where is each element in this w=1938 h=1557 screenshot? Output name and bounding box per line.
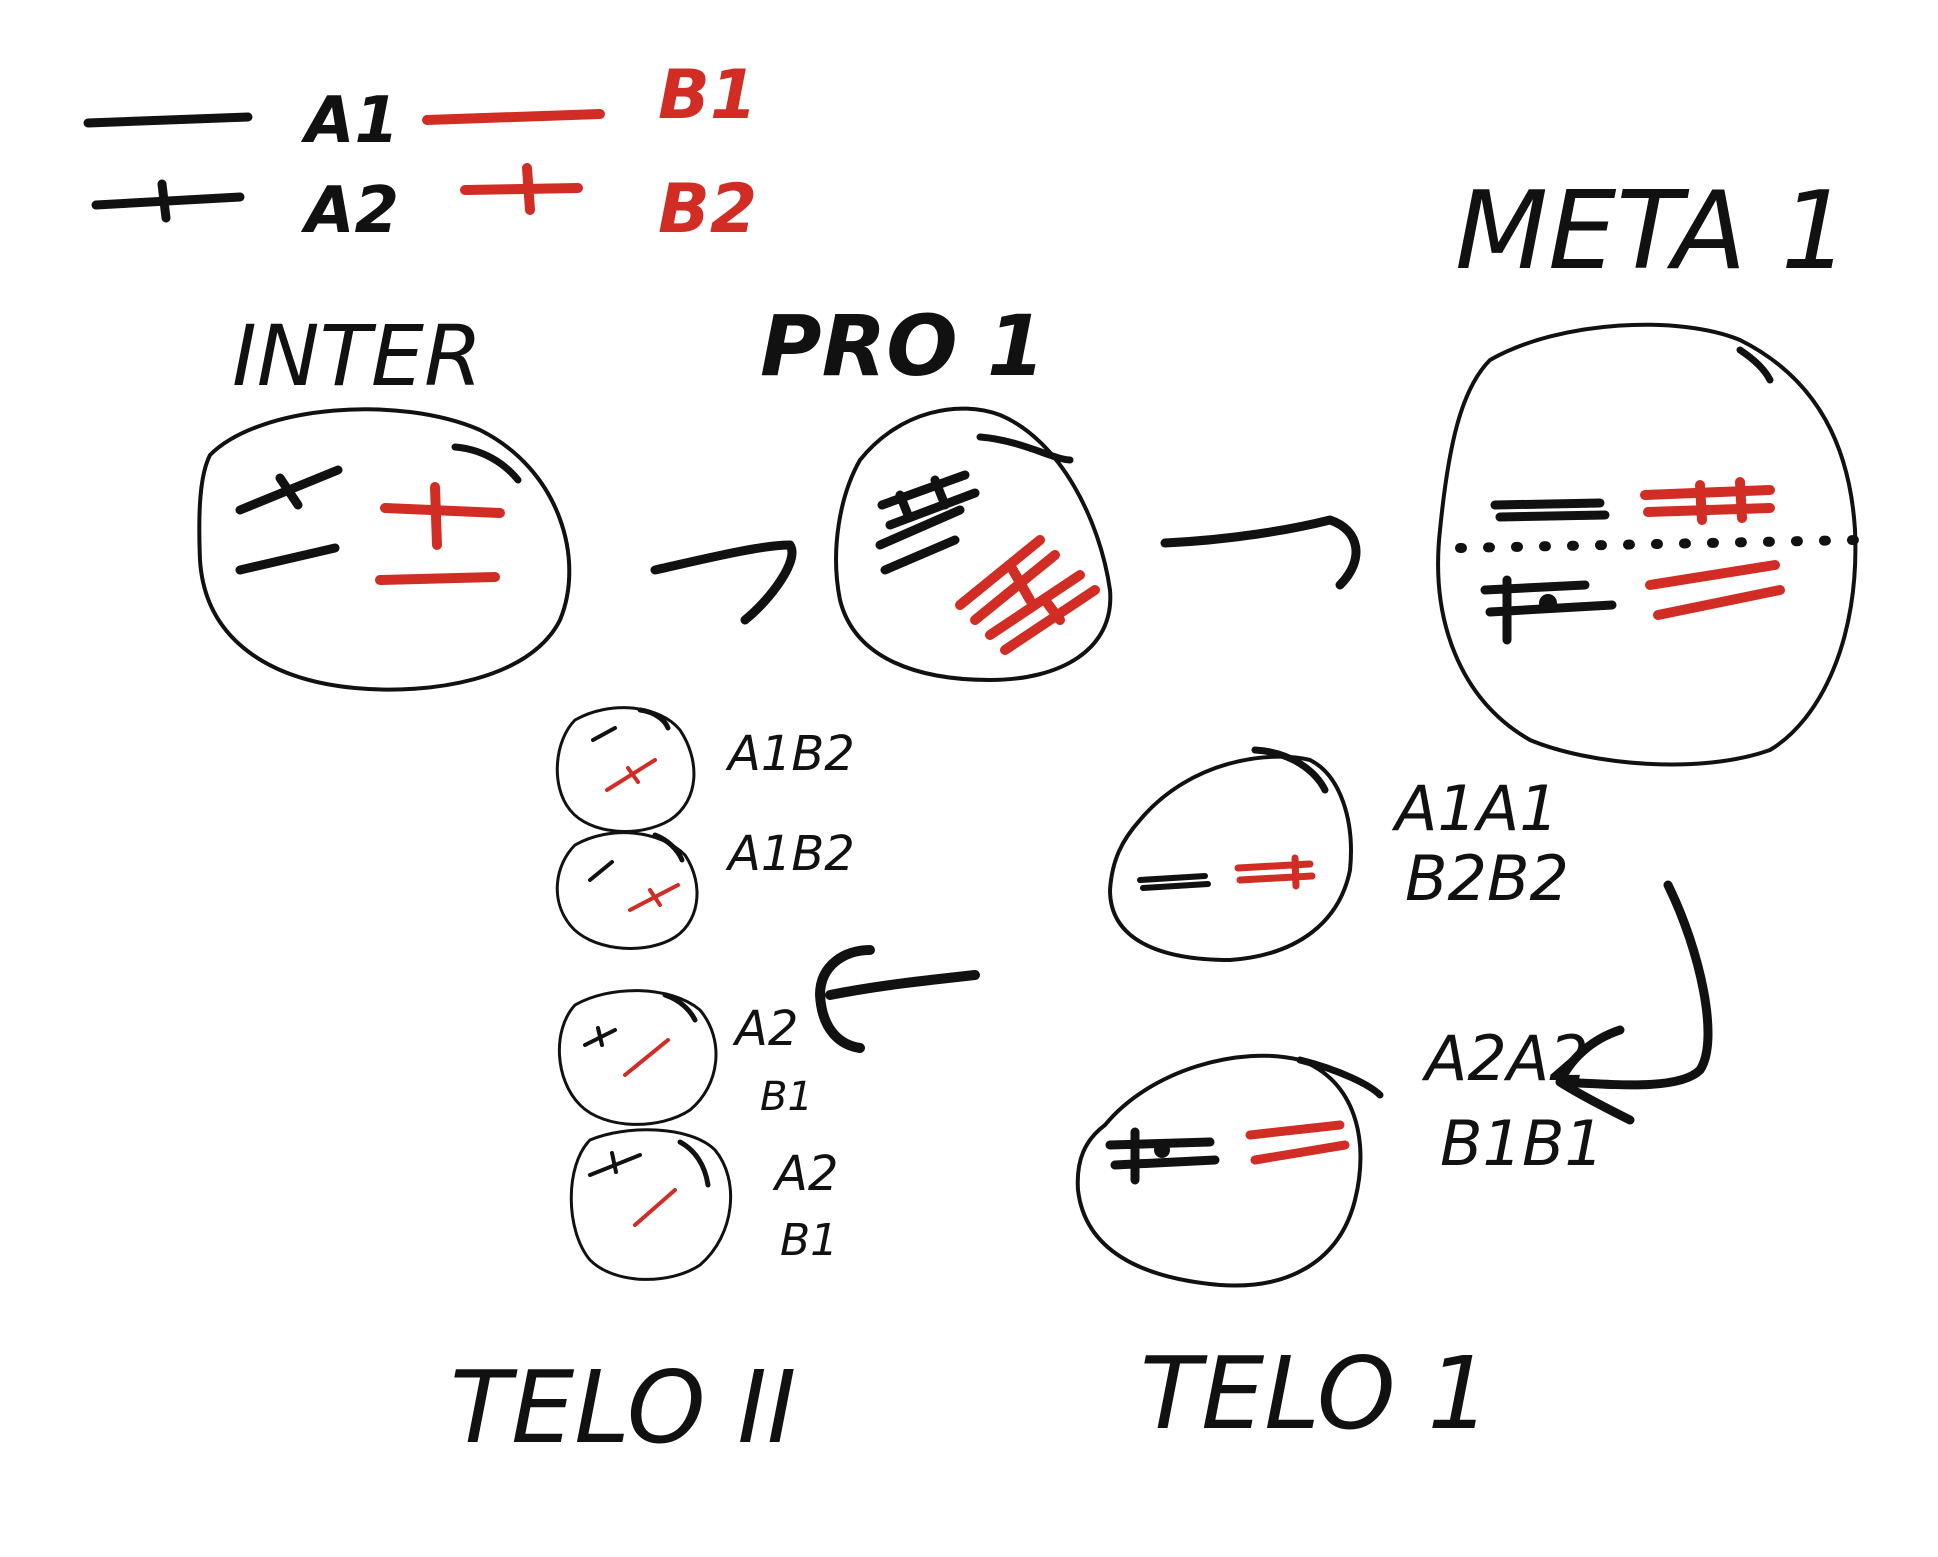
- telophase1-top-cell: A1A1 B2B2: [1108, 746, 1569, 962]
- key-label-a2: A2: [300, 174, 399, 248]
- telo2-cell3-thick-edge: [662, 992, 698, 1023]
- key-chromosome-a2-line: [91, 179, 245, 223]
- telophase2-cell-2: A1B2: [555, 826, 855, 950]
- telo1-top-thick-edge: [1251, 746, 1329, 794]
- interphase-red-chromosome-1: [380, 482, 505, 550]
- key-legend: A1 A2 B1 B2: [83, 56, 757, 249]
- telo2-cell4-membrane: [569, 1128, 733, 1281]
- metaphase-plate: [1455, 535, 1860, 553]
- arrow-telo1-to-telo2: [815, 945, 980, 1053]
- telo2-cell4-thick-edge: [677, 1139, 711, 1188]
- prophase-red-homologs: [955, 535, 1100, 655]
- telo1-top-label-line1: A1A1: [1391, 772, 1559, 845]
- interphase-black-chromosome-2: [235, 543, 340, 575]
- metaphase-black-centromere: [1539, 594, 1557, 612]
- prophase-cell-membrane: [834, 406, 1113, 682]
- telophase2-cell-1: A1B2: [555, 706, 855, 833]
- prophase-black-homologs: [875, 470, 980, 575]
- interphase-cell: [197, 407, 572, 692]
- telo2-cell2-red: [628, 883, 680, 912]
- metaphase-membrane-thick-edge: [1736, 346, 1774, 384]
- interphase-membrane-thick-edge: [451, 443, 522, 484]
- metaphase-black-chromosomes: [1480, 498, 1617, 645]
- prophase-cell: [834, 406, 1113, 682]
- stage-label-telophase2: TELO II: [450, 1349, 796, 1466]
- telo1-bottom-centromere: [1154, 1142, 1170, 1158]
- telo2-cell3-black: [583, 1026, 617, 1047]
- telo2-cell2-label: A1B2: [725, 826, 855, 882]
- stage-label-prophase: PRO 1: [760, 297, 1045, 395]
- telo1-top-red-chromosome: [1234, 854, 1316, 890]
- telo2-cell1-label: A1B2: [725, 726, 855, 782]
- telo2-cell2-thick-edge: [652, 832, 685, 863]
- prophase-membrane-thick-edge: [976, 433, 1074, 464]
- telo2-cell4-red: [633, 1188, 677, 1227]
- telo2-cell1-thick-edge: [637, 707, 671, 731]
- interphase-cell-membrane: [197, 407, 572, 692]
- arrow-inter-to-pro: [650, 540, 797, 625]
- telophase2-cell-3: A2 B1: [557, 989, 813, 1126]
- stage-label-telophase1: TELO 1: [1140, 1335, 1491, 1452]
- telo2-cell3-membrane: [557, 989, 718, 1126]
- telo2-cell3-label-line1: A2: [732, 1001, 798, 1057]
- telophase2-cell-4: A2 B1: [569, 1128, 838, 1281]
- interphase-black-chromosome-1: [235, 465, 343, 515]
- metaphase-cell: [1436, 322, 1860, 767]
- key-label-a1: A1: [300, 84, 399, 158]
- telo2-cell1-black: [591, 726, 617, 742]
- telo1-bottom-label-line1: A2A2: [1421, 1022, 1589, 1095]
- telo2-cell4-black: [588, 1151, 642, 1177]
- telo2-cell2-membrane: [555, 831, 699, 950]
- key-chromosome-b1-line: [422, 109, 605, 125]
- arrow-meta-to-telo1: [1555, 880, 1713, 1125]
- telo1-top-black-chromosome: [1137, 873, 1211, 891]
- telo1-top-membrane: [1108, 754, 1353, 962]
- telo2-cell1-membrane: [555, 706, 696, 833]
- metaphase-red-chromosomes: [1640, 477, 1785, 620]
- key-chromosome-b2-line: [460, 163, 583, 215]
- telo2-cell2-black: [588, 860, 614, 882]
- telo1-bottom-label-line2: B1B1: [1440, 1107, 1604, 1180]
- stage-label-interphase: INTER: [232, 307, 482, 405]
- telo1-bottom-membrane: [1075, 1053, 1363, 1288]
- telo2-cell3-label-line2: B1: [760, 1074, 813, 1120]
- telo2-cell1-red: [605, 758, 657, 792]
- metaphase-cell-membrane: [1436, 322, 1858, 767]
- arrow-pro-to-meta: [1160, 515, 1361, 590]
- telo2-cell3-red: [623, 1038, 670, 1077]
- key-label-b1: B1: [658, 56, 757, 135]
- telo2-cell4-label-line1: A2: [772, 1146, 838, 1202]
- telo2-cell4-label-line2: B1: [780, 1215, 838, 1266]
- telo1-bottom-red-chromosome: [1245, 1120, 1350, 1165]
- telophase1-bottom-cell: A2A2 B1B1: [1075, 1022, 1604, 1288]
- telo1-bottom-thick-edge: [1296, 1056, 1384, 1099]
- telo1-top-label-line2: B2B2: [1405, 842, 1569, 915]
- stage-label-metaphase: META 1: [1455, 169, 1849, 294]
- key-chromosome-a1-line: [83, 112, 253, 128]
- interphase-red-chromosome-2: [375, 572, 500, 585]
- key-label-b2: B2: [658, 170, 757, 249]
